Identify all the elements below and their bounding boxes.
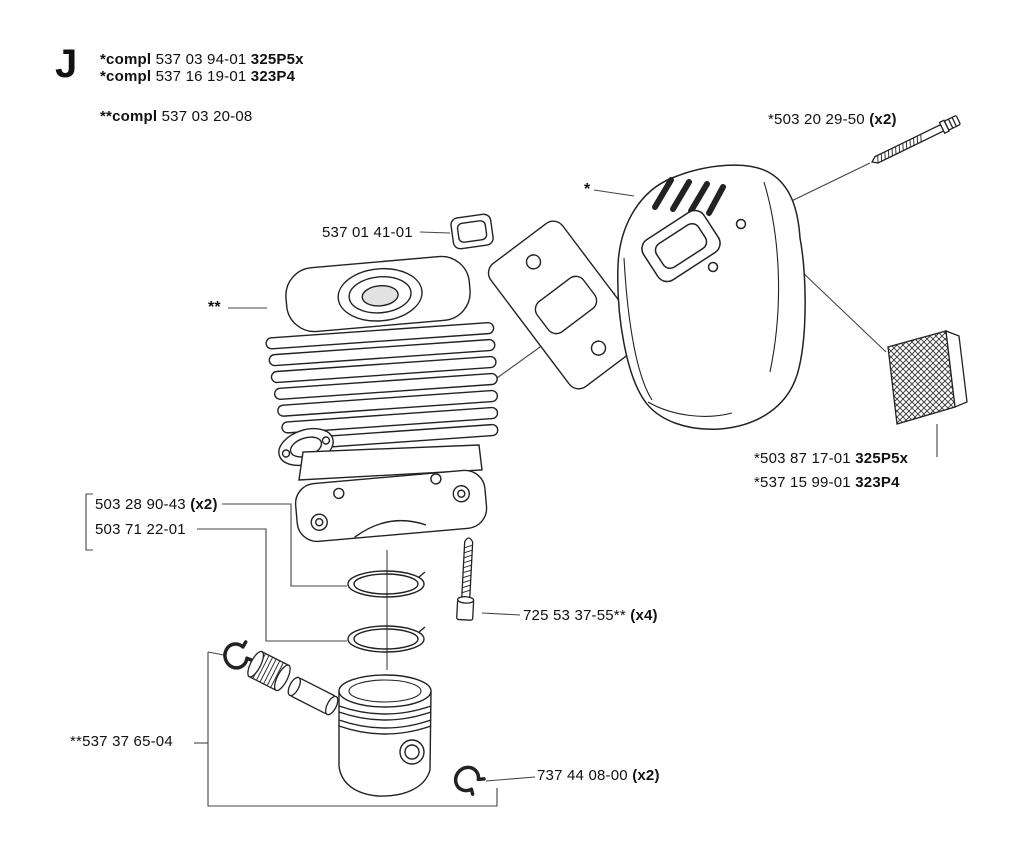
label-screen-2: *537 15 99-01 323P4 [754, 474, 900, 491]
muffler-outlet [641, 209, 721, 283]
label-pin-circlip: 737 44 08-00 (x2) [537, 767, 660, 784]
label-muffler-bolt: *503 20 29-50 (x2) [768, 111, 897, 128]
leader-lines [85, 162, 938, 807]
cylinder-fins [265, 321, 499, 451]
exhaust-gasket [487, 220, 645, 390]
cylinder-base-flange [294, 469, 488, 543]
muffler-bracket [450, 213, 494, 250]
label-ring-set: 503 28 90-43 (x2) [95, 496, 218, 513]
compl-line-3: **compl 537 03 20-08 [100, 108, 253, 125]
label-muffler-bracket: 537 01 41-01 [322, 224, 413, 241]
cylinder [265, 255, 499, 543]
spark-arrestor-screen [887, 330, 968, 425]
muffler [617, 164, 806, 430]
piston-rings [347, 570, 426, 653]
label-screen-1: *503 87 17-01 325P5x [754, 450, 909, 467]
muffler-bolt [870, 115, 961, 164]
needle-bearing [247, 650, 291, 692]
piston [338, 674, 432, 797]
pin-circlip-top [223, 640, 254, 670]
pin-circlip-bottom [453, 765, 486, 796]
label-cylinder-screw: 725 53 37-55** (x4) [523, 607, 658, 624]
label-piston-assembly: **537 37 65-04 [70, 733, 173, 750]
piston-pin [287, 676, 339, 716]
section-letter: J [55, 42, 78, 86]
cylinder-screw [456, 537, 475, 621]
marker-cylinder: ** [208, 299, 221, 316]
compl-line-2: *compl 537 16 19-01 323P4 [100, 68, 296, 85]
muffler-vents [652, 177, 726, 216]
label-ring: 503 71 22-01 [95, 521, 186, 538]
marker-muffler: * [584, 181, 591, 198]
cylinder-top [285, 255, 471, 333]
compl-line-1: *compl 537 03 94-01 325P5x [100, 51, 304, 68]
